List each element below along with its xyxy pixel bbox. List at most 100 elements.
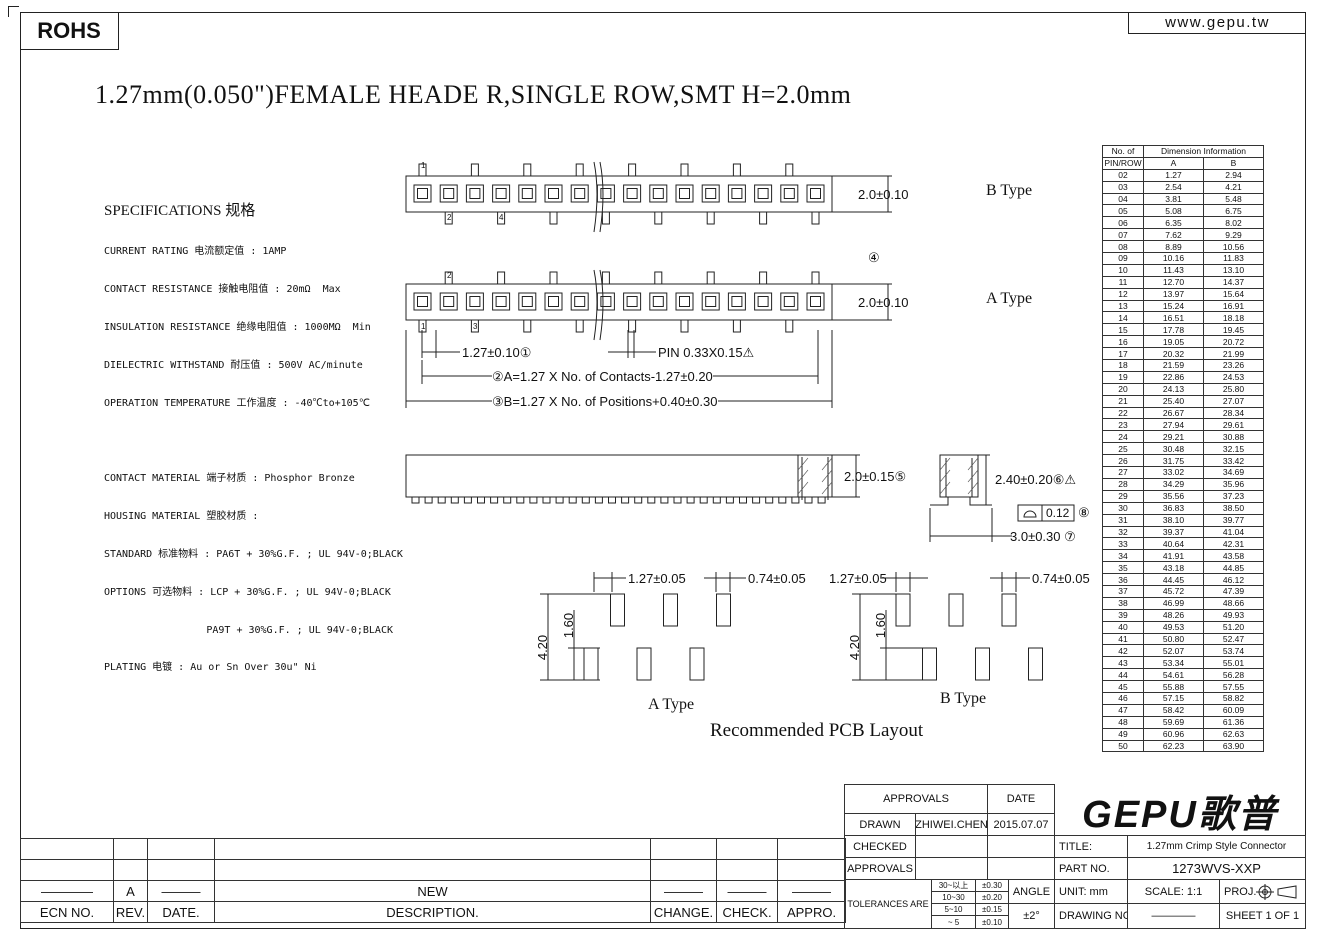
- table-cell: 51.20: [1203, 620, 1264, 634]
- revision-check: ———: [716, 880, 778, 902]
- pin-lead: [811, 271, 820, 284]
- pin-lead: [628, 163, 637, 176]
- table-cell: 38: [1102, 596, 1144, 610]
- contact-slot: [623, 292, 642, 311]
- spec-line: INSULATION RESISTANCE 绝缘电阻值 : 1000MΩ Min: [104, 321, 371, 333]
- table-cell: 12.70: [1143, 275, 1204, 289]
- contact-slot: [544, 184, 563, 203]
- revision-description: NEW: [214, 880, 651, 902]
- table-cell: 13.97: [1143, 287, 1204, 301]
- contact-slot-inner: [810, 188, 821, 199]
- dim-foot: 3.0±0.30 ⑦: [1010, 529, 1076, 544]
- table-cell: 36: [1102, 573, 1144, 586]
- contact-slot-inner: [705, 296, 717, 307]
- pcb-a-width: 0.74±0.05: [748, 571, 806, 586]
- table-header: Dimension Information: [1143, 145, 1264, 158]
- revision-date: ———: [147, 880, 215, 902]
- website-label[interactable]: www.gepu.tw: [1128, 12, 1306, 34]
- pin-lead: [575, 320, 584, 333]
- table-cell: 40: [1102, 620, 1144, 634]
- pin-lead: [654, 271, 663, 284]
- table-cell: 57.15: [1143, 691, 1204, 705]
- table-cell: 33.42: [1203, 454, 1264, 468]
- contact-slot: [727, 292, 746, 311]
- drawn-label: DRAWN: [844, 813, 916, 836]
- contact-slot-inner: [679, 188, 690, 199]
- table-cell: 30: [1102, 501, 1144, 515]
- table-cell: 09: [1102, 252, 1144, 265]
- contact-slot-inner: [705, 188, 717, 199]
- pin-lead: [470, 163, 479, 176]
- table-cell: 22.86: [1143, 370, 1204, 384]
- contact-slot: [570, 292, 589, 311]
- pin-lead: [706, 212, 715, 225]
- tolerances-label: TOLERANCES ARE: [844, 879, 932, 929]
- table-cell: 54.61: [1143, 668, 1204, 682]
- revision-change: ———: [650, 880, 717, 902]
- side-leg: [424, 496, 433, 504]
- contact-slot-inner: [731, 188, 743, 199]
- contact-slot-inner: [417, 188, 428, 199]
- table-cell: 61.36: [1203, 715, 1264, 729]
- side-leg: [529, 496, 538, 504]
- pcb-pad: [583, 647, 599, 681]
- approvals-header: APPROVALS: [844, 784, 988, 814]
- table-cell: 3.81: [1143, 192, 1204, 206]
- title-label: TITLE:: [1054, 835, 1128, 858]
- table-cell: 20: [1102, 382, 1144, 396]
- contact-slot: [465, 292, 484, 311]
- side-leg: [817, 496, 826, 504]
- table-cell: 55.01: [1203, 656, 1264, 670]
- angle-value: ±2°: [1008, 903, 1055, 929]
- pin-lead: [759, 212, 768, 225]
- side-leg: [725, 496, 734, 504]
- table-cell: 33: [1102, 537, 1144, 551]
- table-cell: 56.28: [1203, 668, 1264, 682]
- table-cell: 25: [1102, 442, 1144, 456]
- table-cell: 43: [1102, 656, 1144, 670]
- table-cell: 44: [1102, 668, 1144, 682]
- table-cell: 08: [1102, 240, 1144, 254]
- table-cell: 46.99: [1143, 596, 1204, 610]
- side-leg: [804, 496, 813, 504]
- unit: UNIT: mm: [1054, 879, 1128, 904]
- dim-pin: PIN 0.33X0.15⚠: [658, 345, 755, 360]
- table-cell: 32.15: [1203, 442, 1264, 456]
- table-cell: 33.02: [1143, 466, 1204, 479]
- pin-lead: [497, 271, 506, 284]
- checked-label: CHECKED: [844, 835, 916, 858]
- pin-lead: [759, 271, 768, 284]
- pin-number: 3: [473, 322, 478, 331]
- contact-slot: [570, 184, 589, 203]
- col-header-change: CHANGE.: [650, 901, 717, 923]
- pcb-layout-title: Recommended PCB Layout: [710, 720, 924, 741]
- spec-line: PLATING 电镀 : Au or Sn Over 30u" Ni: [104, 662, 317, 674]
- contact-slot-inner: [521, 296, 533, 307]
- contact-slot: [701, 184, 720, 203]
- table-cell: 53.74: [1203, 644, 1264, 658]
- table-cell: 21.99: [1203, 347, 1264, 361]
- table-cell: 19.05: [1143, 335, 1204, 349]
- table-cell: 15: [1102, 323, 1144, 337]
- table-cell: 48: [1102, 715, 1144, 729]
- pin-number: 2: [447, 271, 452, 280]
- pin-lead: [601, 212, 610, 225]
- pin-number: 4: [499, 213, 504, 222]
- side-leg: [621, 496, 630, 504]
- table-cell: 60.96: [1143, 727, 1204, 741]
- table-cell: 27.94: [1143, 418, 1204, 432]
- contact-slot-inner: [495, 296, 507, 307]
